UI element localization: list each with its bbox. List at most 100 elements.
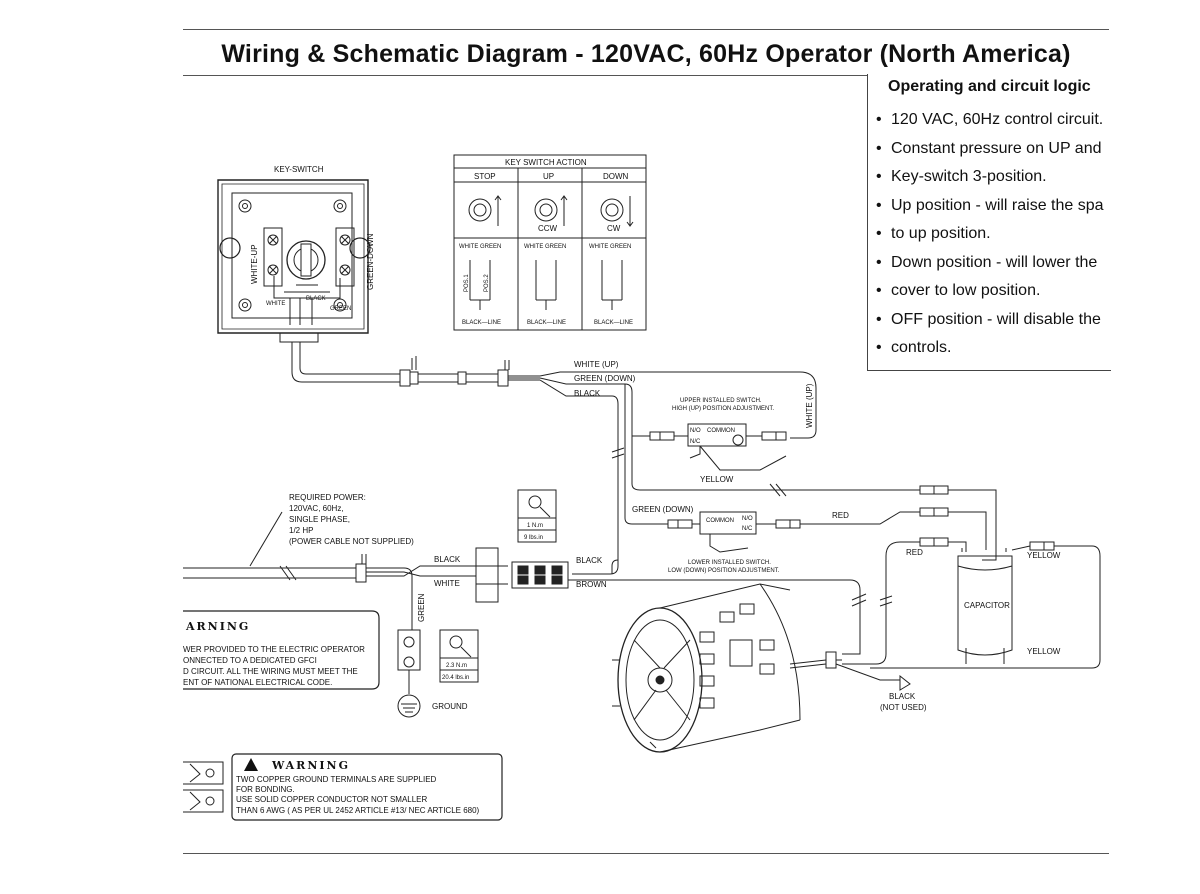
logic-line: Up position - will raise the spa bbox=[876, 192, 1111, 221]
conduit-fittings bbox=[399, 356, 540, 387]
power-line-4: 1/2 HP bbox=[289, 526, 313, 535]
action-line-up: BLACK—LINE bbox=[527, 320, 566, 326]
warning-gfci-line: WER PROVIDED TO THE ELECTRIC OPERATOR bbox=[183, 645, 365, 654]
action-rotation-ccw: CCW bbox=[538, 224, 558, 233]
ground-label: GROUND bbox=[432, 702, 468, 711]
warning-ground-line: USE SOLID COPPER CONDUCTOR NOT SMALLER bbox=[236, 795, 428, 804]
action-col-stop: STOP bbox=[474, 172, 496, 181]
warning-triangle-icon bbox=[244, 758, 258, 771]
motor bbox=[612, 583, 911, 753]
lower-switch-common: COMMON bbox=[706, 518, 734, 524]
key-switch-inner-green: GREEN bbox=[330, 306, 351, 312]
title-rule bbox=[183, 75, 1109, 76]
upper-switch-nc: N/C bbox=[690, 439, 701, 445]
action-pos1: POS.1 bbox=[464, 274, 470, 292]
logic-line-continued: cover to low position. bbox=[876, 277, 1111, 306]
upper-switch-no: N/O bbox=[690, 428, 701, 434]
capacitor-label: CAPACITOR bbox=[964, 601, 1010, 610]
action-rotation-cw: CW bbox=[607, 224, 621, 233]
logic-list: 120 VAC, 60Hz control circuit. Constant … bbox=[868, 106, 1111, 363]
warning-gfci-line: ONNECTED TO A DEDICATED GFCI bbox=[183, 656, 317, 665]
wire-label-yellow: YELLOW bbox=[700, 475, 734, 484]
capacitor bbox=[957, 548, 1013, 664]
ground-assembly bbox=[397, 629, 421, 718]
terminal-torque-lbs: 9 lbs.in bbox=[524, 535, 543, 541]
action-contacts-up: WHITE GREEN bbox=[524, 244, 566, 250]
wire-label-yellow-cap-top: YELLOW bbox=[1027, 551, 1061, 560]
power-line-5: (POWER CABLE NOT SUPPLIED) bbox=[289, 537, 414, 546]
warning-ground-line: TWO COPPER GROUND TERMINALS ARE SUPPLIED bbox=[236, 775, 437, 784]
logic-panel-title: Operating and circuit logic bbox=[888, 78, 1091, 95]
wire-label-white-left: WHITE bbox=[434, 579, 460, 588]
logic-line: Key-switch 3-position. bbox=[876, 163, 1111, 192]
action-line-down: BLACK—LINE bbox=[594, 320, 633, 326]
power-line-3: SINGLE PHASE, bbox=[289, 515, 350, 524]
upper-switch-label-1: UPPER INSTALLED SWITCH. bbox=[680, 398, 762, 404]
wire-label-green-down-lower: GREEN (DOWN) bbox=[632, 505, 694, 514]
warning-gfci-line: ENT OF NATIONAL ELECTRICAL CODE. bbox=[183, 678, 332, 687]
power-line-1: REQUIRED POWER: bbox=[289, 493, 366, 502]
wire-label-brown: BROWN bbox=[576, 580, 607, 589]
action-pos2: POS.2 bbox=[484, 274, 490, 292]
key-switch-green-down-label: GREEN-DOWN bbox=[366, 233, 375, 290]
warning-ground-line: FOR BONDING. bbox=[236, 785, 295, 794]
warning-ground-heading: WARNING bbox=[271, 759, 350, 772]
wire-label-white-up-vertical: WHITE (UP) bbox=[805, 383, 814, 428]
warning-gfci-line: D CIRCUIT. ALL THE WIRING MUST MEET THE bbox=[183, 667, 358, 676]
key-switch-inner-white: WHITE bbox=[266, 301, 285, 307]
lower-switch-nc: N/C bbox=[742, 526, 753, 532]
top-rule bbox=[183, 29, 1109, 30]
lower-switch-no: N/O bbox=[742, 516, 753, 522]
wire-label-black-left: BLACK bbox=[434, 555, 461, 564]
page-title: Wiring & Schematic Diagram - 120VAC, 60H… bbox=[221, 40, 1071, 68]
red-wires bbox=[800, 507, 987, 665]
action-contacts-stop: WHITE GREEN bbox=[459, 244, 501, 250]
top-wire-bundle bbox=[539, 371, 817, 575]
action-col-up: UP bbox=[543, 172, 554, 181]
terminal-block bbox=[475, 547, 867, 655]
lower-limit-switch bbox=[667, 511, 801, 553]
upper-switch-common: COMMON bbox=[707, 428, 735, 434]
key-switch-label: KEY-SWITCH bbox=[274, 165, 324, 174]
bottom-rule bbox=[183, 853, 1109, 854]
action-line-stop: BLACK—LINE bbox=[462, 320, 501, 326]
ground-torque-lbs: 20.4 lbs.in bbox=[442, 675, 469, 681]
ground-torque-box bbox=[439, 629, 479, 683]
wire-label-black-top: BLACK bbox=[574, 389, 601, 398]
wire-label-red-upper: RED bbox=[832, 511, 849, 520]
wire-label-yellow-cap-bottom: YELLOW bbox=[1027, 647, 1061, 656]
wire-label-black-not-used: BLACK bbox=[889, 692, 916, 701]
logic-line-continued: controls. bbox=[876, 334, 1111, 363]
wire-label-not-used: (NOT USED) bbox=[880, 703, 927, 712]
yellow-capacitor-loop bbox=[870, 541, 1101, 669]
wire-label-green-down: GREEN (DOWN) bbox=[574, 374, 636, 383]
warning-gfci-heading: ARNING bbox=[185, 620, 250, 633]
warning-box-gfci bbox=[183, 610, 380, 690]
lower-switch-label-2: LOW (DOWN) POSITION ADJUSTMENT. bbox=[668, 568, 780, 574]
wire-label-green-vertical: GREEN bbox=[417, 593, 426, 622]
key-switch-action-title: KEY SWITCH ACTION bbox=[505, 158, 587, 167]
upper-limit-switch bbox=[649, 423, 787, 471]
operating-logic-panel: Operating and circuit logic 120 VAC, 60H… bbox=[867, 74, 1111, 371]
logic-line: Down position - will lower the bbox=[876, 249, 1111, 278]
key-switch-inner-black: BLACK bbox=[306, 296, 326, 302]
action-col-down: DOWN bbox=[603, 172, 629, 181]
wire-label-white-up: WHITE (UP) bbox=[574, 360, 619, 369]
ground-torque-nm: 2.3 N.m bbox=[446, 663, 467, 669]
wire-label-black-right: BLACK bbox=[576, 556, 603, 565]
yellow-wire bbox=[631, 436, 997, 561]
logic-line-continued: to up position. bbox=[876, 220, 1111, 249]
logic-line: OFF position - will disable the bbox=[876, 306, 1111, 335]
terminal-torque-nm: 1 N.m bbox=[527, 523, 543, 529]
key-switch-action-table bbox=[453, 154, 647, 331]
power-cable bbox=[183, 511, 508, 630]
logic-line: 120 VAC, 60Hz control circuit. bbox=[876, 106, 1111, 135]
terminal-torque-box bbox=[517, 489, 557, 543]
warning-ground-line: THAN 6 AWG ( AS PER UL 2452 ARTICLE #13/… bbox=[236, 806, 480, 815]
warning-box-ground bbox=[183, 753, 503, 821]
action-contacts-down: WHITE GREEN bbox=[589, 244, 631, 250]
wire-label-red-lower: RED bbox=[906, 548, 923, 557]
key-switch-box bbox=[217, 179, 400, 383]
logic-line: Constant pressure on UP and bbox=[876, 135, 1111, 164]
